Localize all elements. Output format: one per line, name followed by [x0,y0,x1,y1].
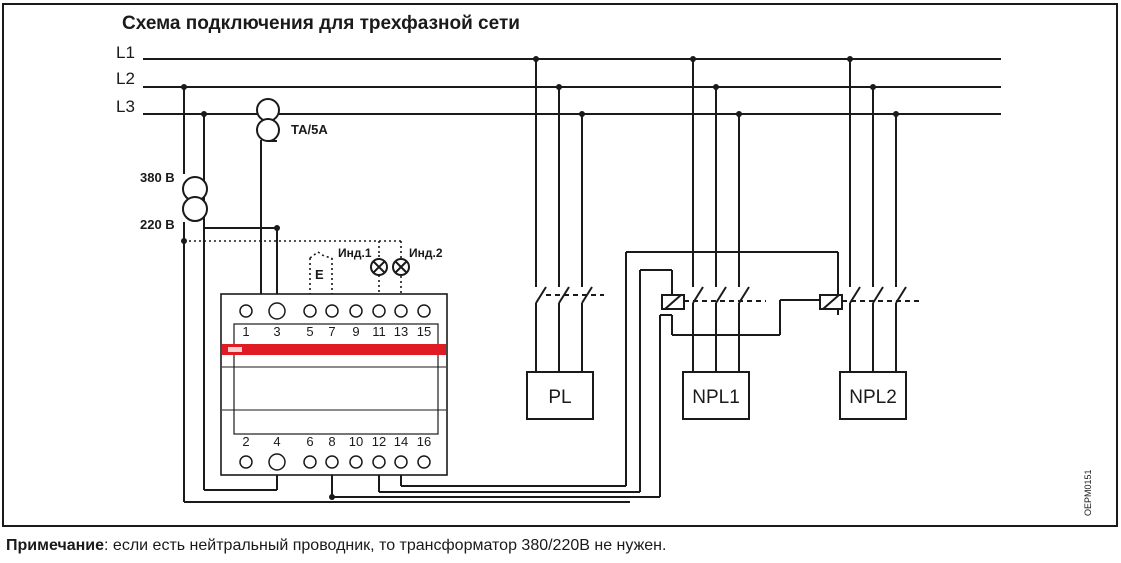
terminal-label: 14 [394,434,408,449]
terminal-label: 2 [242,434,249,449]
load-label-pl: PL [548,387,571,408]
diagram-title: Схема подключения для трехфазной сети [122,13,520,34]
terminal-label: 6 [306,434,313,449]
terminal-label: 15 [417,324,431,339]
doc-code: OEPM0151 [1083,469,1093,516]
terminal-label: 11 [372,324,386,339]
terminal-label: 16 [417,434,431,449]
relay-coils [661,294,843,310]
diagram-border [2,3,1118,527]
e-element [312,262,328,284]
transformer-label: ТА/5А [291,122,328,137]
terminal-label: 13 [394,324,408,339]
voltage-low-label: 220 В [140,217,175,232]
terminal-label: 5 [306,324,313,339]
phase-label-l2: L2 [116,69,135,88]
voltage-transformer [182,176,208,222]
footnote-label: Примечание [6,537,105,554]
junction-dots [181,56,899,500]
current-transformer [256,98,280,142]
wires [143,58,1001,503]
load-npl2 [839,371,907,420]
load-label-npl1: NPL1 [692,387,740,408]
indicator-lamps [370,258,410,276]
terminal-label: 9 [352,324,359,339]
terminal-label: 1 [242,324,249,339]
load-label-npl2: NPL2 [849,387,897,408]
terminal-label: 7 [328,324,335,339]
phase-label-l1: L1 [116,43,135,62]
phase-label-l3: L3 [116,97,135,116]
voltage-high-label: 380 В [140,170,175,185]
load-npl1 [682,371,750,420]
load-boxes [526,371,907,420]
load-pl [526,371,594,420]
footnote-text: : если есть нейтральный проводник, то тр… [104,537,667,554]
relay-stripe [222,344,446,355]
e-label: Е [315,267,324,282]
terminal-label: 8 [328,434,335,449]
terminal-label: 4 [273,434,280,449]
indicator-1-label: Инд.1 [338,246,372,260]
relay-device: 1 3 5 7 9 11 13 15 2 4 6 8 10 12 14 16 [220,293,448,476]
terminal-label: 3 [273,324,280,339]
terminal-label: 12 [372,434,386,449]
terminal-label: 10 [349,434,363,449]
indicator-2-label: Инд.2 [409,246,443,260]
footnote: Примечание: если есть нейтральный провод… [6,537,666,555]
